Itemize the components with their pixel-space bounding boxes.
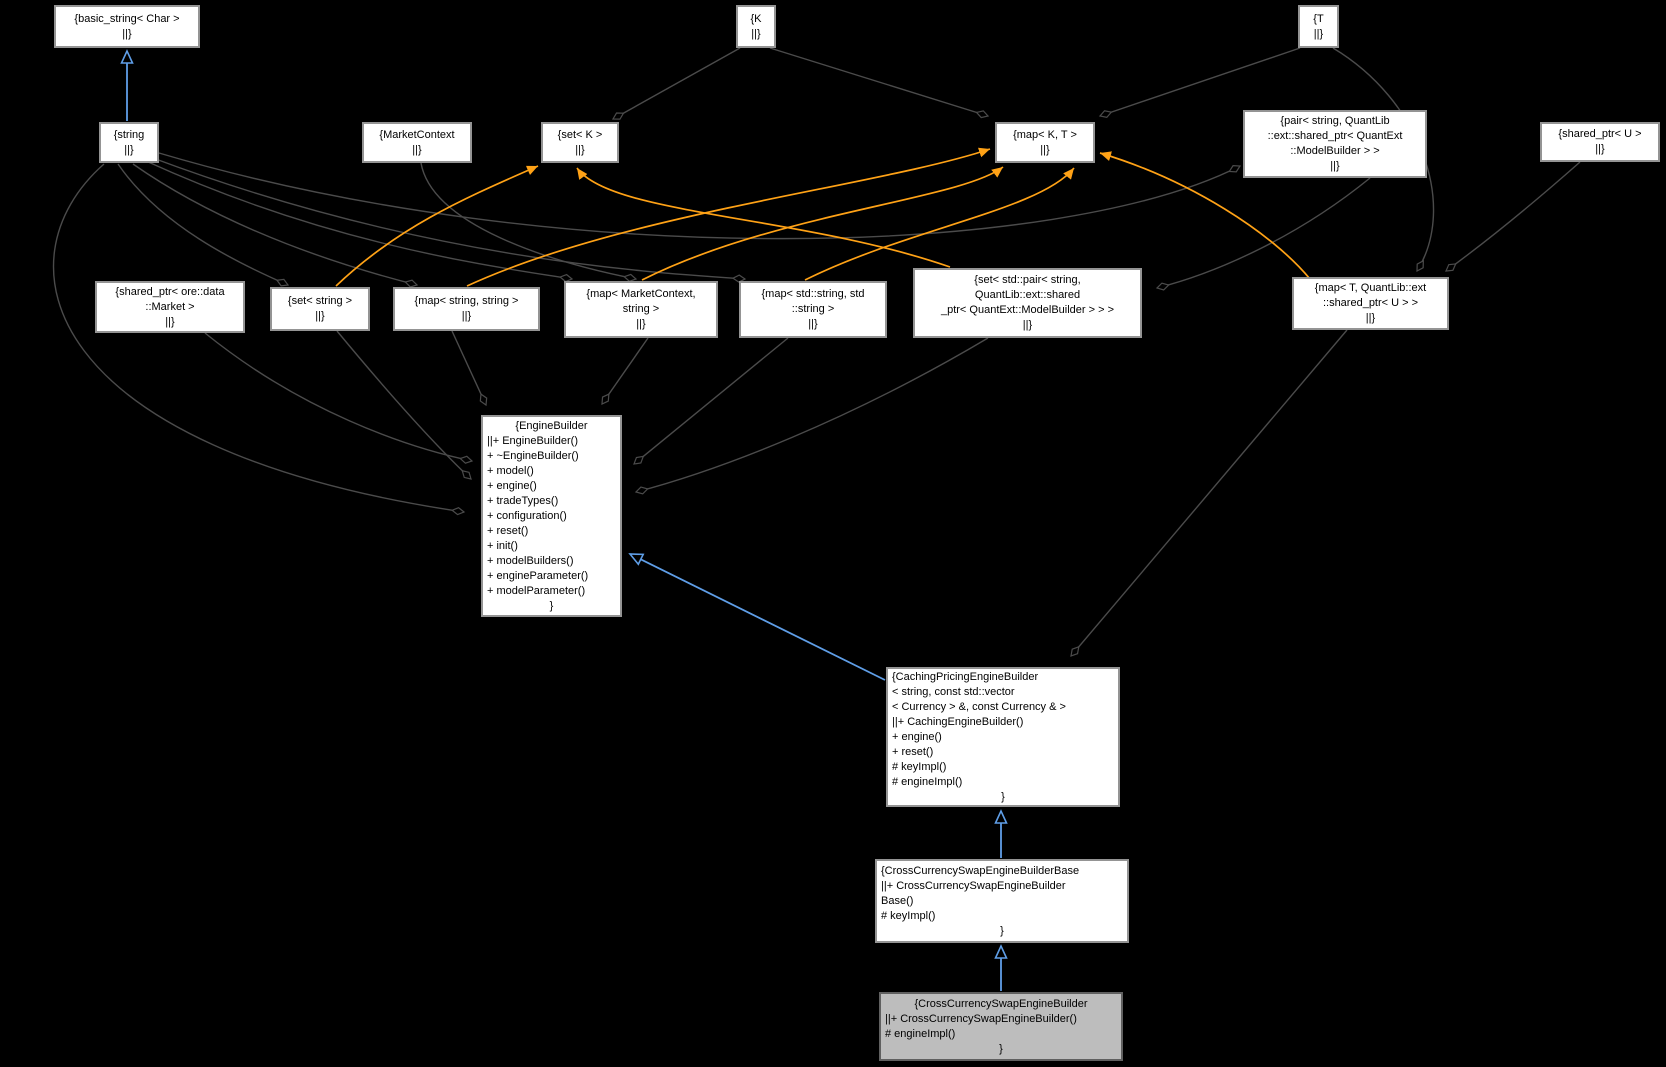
edge-map-mc-string-to-enginebuilder bbox=[602, 337, 649, 404]
edge-set-string-to-enginebuilder bbox=[336, 330, 471, 479]
class-node-enginebuilder[interactable]: {EngineBuilder ||+ EngineBuilder() + ~En… bbox=[481, 415, 622, 617]
edge-shared-ptr-market-to-enginebuilder bbox=[204, 332, 472, 461]
class-node-map-k-t[interactable]: {map< K, T > ||} bbox=[995, 122, 1095, 163]
edge-k-to-set-k bbox=[613, 47, 741, 119]
edge-map-string-string-to-map-k-t bbox=[466, 147, 991, 287]
class-node-map-t-shared-ptr-u[interactable]: {map< T, QuantLib::ext ::shared_ptr< U >… bbox=[1292, 277, 1449, 330]
edge-string-to-pair bbox=[158, 152, 1240, 240]
class-node-map-stdstring-stdstring[interactable]: {map< std::string, std ::string > ||} bbox=[739, 281, 887, 338]
class-node-string[interactable]: {string ||} bbox=[99, 122, 159, 163]
edge-pair-to-set-pair bbox=[1157, 177, 1371, 288]
class-node-pair[interactable]: {pair< string, QuantLib ::ext::shared_pt… bbox=[1243, 110, 1427, 178]
class-node-set-pair-modelbuilder[interactable]: {set< std::pair< string, QuantLib::ext::… bbox=[913, 268, 1142, 338]
class-node-map-string-string[interactable]: {map< string, string > ||} bbox=[393, 287, 540, 331]
class-node-shared-ptr-market[interactable]: {shared_ptr< ore::data ::Market > ||} bbox=[95, 281, 245, 333]
class-node-marketcontext[interactable]: {MarketContext ||} bbox=[362, 122, 472, 163]
edge-shared-ptr-u-to-map-t-u bbox=[1446, 161, 1581, 271]
class-node-map-marketcontext-string[interactable]: {map< MarketContext, string > ||} bbox=[564, 281, 718, 338]
edge-caching-to-enginebuilder bbox=[628, 553, 886, 681]
edge-map-string-string-to-enginebuilder bbox=[451, 330, 486, 405]
edge-map-mc-string-to-map-k-t bbox=[641, 166, 1004, 281]
class-node-k[interactable]: {K ||} bbox=[736, 5, 776, 48]
edge-map-t-u-to-caching bbox=[1071, 329, 1348, 656]
class-node-crosscurrencyswapenginebuilderbase[interactable]: {CrossCurrencySwapEngineBuilderBase ||+ … bbox=[875, 859, 1129, 943]
edge-map-t-u-to-map-k-t bbox=[1099, 151, 1311, 280]
class-node-crosscurrencyswapenginebuilder-current[interactable]: {CrossCurrencySwapEngineBuilder ||+ Cros… bbox=[879, 992, 1123, 1061]
edge-set-pair-to-set-k bbox=[576, 167, 951, 268]
edge-string-to-set-string bbox=[117, 163, 288, 285]
edge-string-to-map-mc-string bbox=[145, 160, 572, 279]
class-node-set-k[interactable]: {set< K > ||} bbox=[541, 122, 619, 163]
class-node-cachingpricingenginebuilder[interactable]: {CachingPricingEngineBuilder < string, c… bbox=[886, 667, 1120, 807]
edge-marketcontext-to-map-mc-string bbox=[420, 162, 636, 279]
edge-string-to-enginebuilder bbox=[52, 163, 464, 512]
edge-map-ss-to-map-k-t bbox=[804, 167, 1075, 281]
edge-set-pair-to-enginebuilder bbox=[636, 337, 989, 492]
edge-t-to-map-k-t bbox=[1100, 47, 1301, 116]
class-node-basic-string[interactable]: {basic_string< Char > ||} bbox=[54, 5, 200, 48]
edge-string-to-map-ss bbox=[152, 157, 745, 279]
edge-set-string-to-set-k bbox=[335, 165, 539, 287]
class-node-shared-ptr-u[interactable]: {shared_ptr< U > ||} bbox=[1540, 122, 1660, 162]
class-node-t[interactable]: {T ||} bbox=[1298, 5, 1339, 48]
edge-k-to-map-k-t bbox=[769, 47, 988, 116]
edge-map-ss-to-enginebuilder bbox=[634, 337, 789, 464]
edge-string-to-map-string-string bbox=[132, 163, 417, 285]
class-node-set-string[interactable]: {set< string > ||} bbox=[270, 287, 370, 331]
